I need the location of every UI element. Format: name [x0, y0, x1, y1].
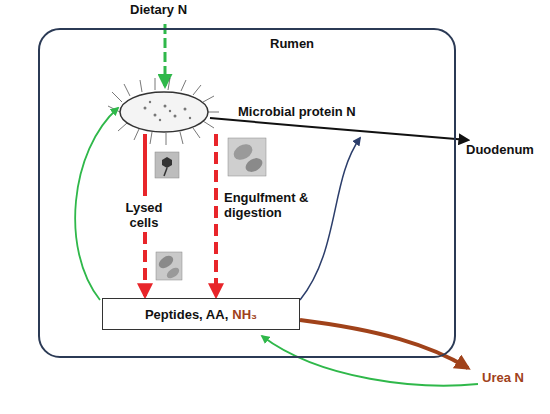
pool-text: Peptides, AA, [145, 307, 228, 322]
pool-text: NH₃ [232, 307, 257, 322]
flow-label: Engulfment & digestion [224, 190, 316, 220]
compartment-title: Rumen [270, 36, 314, 51]
flow-label: Microbial protein N [238, 104, 388, 119]
urea-arrow [300, 320, 468, 368]
lysis-arrow [143, 232, 147, 296]
urea-recycle-arrow [262, 336, 478, 386]
flow-label: Duodenum [466, 142, 550, 157]
lysed-cells-image [156, 252, 182, 280]
phage-image [155, 152, 179, 178]
pool-box: Peptides, AA, NH₃ [102, 298, 300, 330]
engulfment-arrow [214, 134, 218, 296]
dietary-arrow [164, 24, 167, 86]
protozoa-image [228, 138, 266, 176]
flow-label: Dietary N [130, 2, 220, 17]
lysis-arrow [143, 134, 147, 196]
outflow-arrow [210, 118, 468, 140]
flow-label: Urea N [482, 370, 548, 385]
escape-arrow [300, 138, 360, 300]
flow-label: Lysed cells [112, 200, 176, 230]
bacterium-illustration [108, 78, 219, 145]
